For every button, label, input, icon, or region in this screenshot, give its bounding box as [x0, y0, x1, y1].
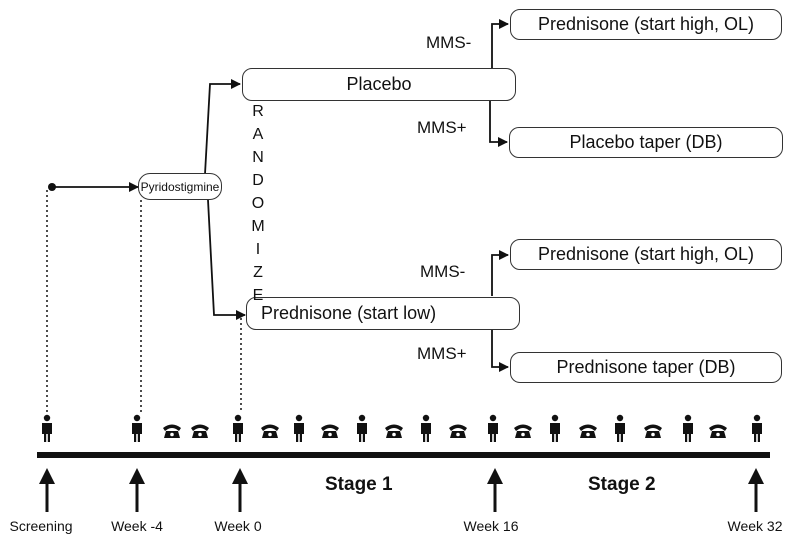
randomize-letter: Z	[253, 264, 263, 281]
timepoint-week32: Week 32	[727, 518, 783, 534]
person-icon	[132, 414, 142, 442]
randomize-letter: R	[252, 103, 264, 120]
randomize-letter: O	[251, 195, 265, 212]
telephone-icon	[644, 424, 662, 438]
placebo-taper-box: Placebo taper (DB)	[509, 127, 783, 158]
telephone-icon	[163, 424, 181, 438]
placebo-to-top-pred-arrow	[491, 19, 509, 68]
telephone-icon	[709, 424, 727, 438]
telephone-icon	[385, 424, 403, 438]
timepoint-week16: Week 16	[463, 518, 519, 534]
randomize-letter: A	[252, 126, 264, 143]
person-icon	[615, 414, 625, 442]
telephone-icon	[191, 424, 209, 438]
prednisone-taper-box: Prednisone taper (DB)	[510, 352, 782, 383]
person-icon	[421, 414, 431, 442]
top-prednisone-high-box: Prednisone (start high, OL)	[510, 9, 782, 40]
timeline-bar	[37, 452, 770, 458]
placebo-to-taper-arrow	[489, 100, 508, 147]
person-icon	[752, 414, 762, 442]
telephone-icon	[514, 424, 532, 438]
stage-1-label: Stage 1	[325, 474, 393, 495]
person-icon	[233, 414, 243, 442]
timepoint-screening: Screening	[9, 518, 73, 534]
placebo-box: Placebo	[242, 68, 516, 101]
prednisone-low-box: Prednisone (start low)	[246, 297, 520, 330]
person-icon	[550, 414, 560, 442]
timepoint-week0: Week 0	[214, 518, 262, 534]
person-icon	[294, 414, 304, 442]
visit-icons	[42, 414, 762, 442]
mms-plus-bottom: MMS+	[417, 344, 467, 363]
randomize-letter: N	[252, 149, 264, 166]
mms-minus-top: MMS-	[426, 33, 472, 52]
timepoint-week-minus4: Week -4	[111, 518, 163, 534]
randomize-letter: M	[251, 218, 265, 235]
randomize-letter: D	[252, 172, 264, 189]
mms-plus-top: MMS+	[417, 118, 467, 137]
telephone-icon	[261, 424, 279, 438]
pred-low-to-high-arrow	[491, 250, 509, 296]
person-icon	[683, 414, 693, 442]
pred-low-to-taper-arrow	[491, 330, 509, 372]
person-icon	[42, 414, 52, 442]
randomize-letter: E	[252, 287, 264, 304]
person-icon	[488, 414, 498, 442]
stage-2-label: Stage 2	[588, 474, 656, 495]
bottom-prednisone-high-box: Prednisone (start high, OL)	[510, 239, 782, 270]
to-placebo-arrow	[204, 79, 241, 175]
person-icon	[357, 414, 367, 442]
to-prednisone-low-arrow	[207, 199, 246, 320]
pyridostigmine-box: Pyridostigmine	[138, 173, 222, 200]
randomize-letter: I	[255, 241, 261, 258]
telephone-icon	[321, 424, 339, 438]
telephone-icon	[449, 424, 467, 438]
randomize-label: R A N D O M I Z E	[248, 100, 268, 307]
telephone-icon	[579, 424, 597, 438]
mms-minus-bottom: MMS-	[420, 262, 466, 281]
